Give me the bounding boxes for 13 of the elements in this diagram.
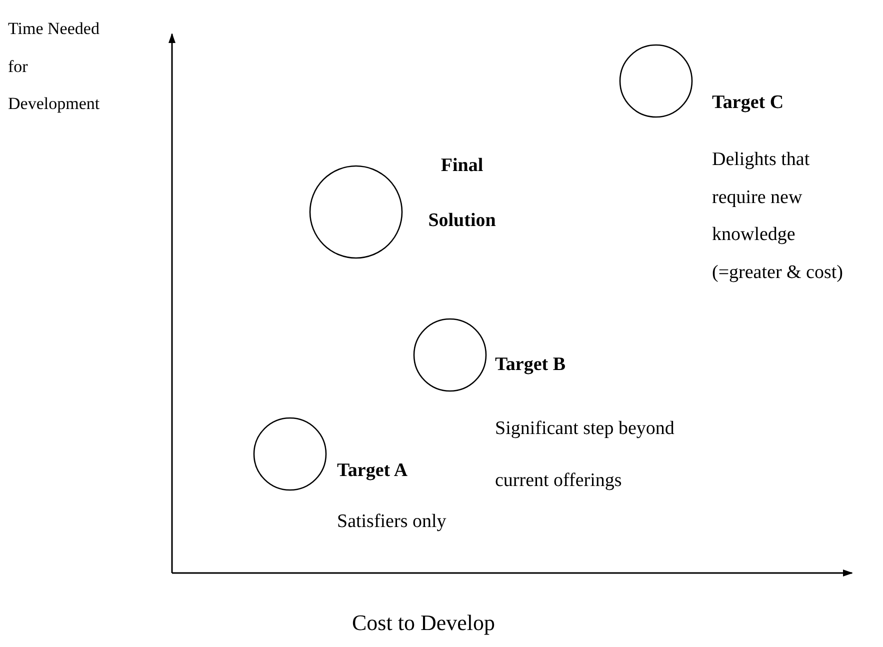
circle-marker xyxy=(619,44,693,118)
target-description: Satisfiers only xyxy=(337,510,448,534)
target-description: Delights that require new knowledge (=greater & cost) xyxy=(712,148,844,284)
x-axis-title: Cost to Develop xyxy=(352,610,495,636)
target-heading: Target A xyxy=(337,459,409,483)
target-heading: Final Solution xyxy=(427,154,497,233)
circle-marker xyxy=(413,318,487,392)
target-heading: Target C xyxy=(712,91,785,115)
target-description: Significant step beyond current offerings xyxy=(495,417,676,493)
circle-marker xyxy=(253,417,327,491)
target-heading: Target B xyxy=(495,353,567,377)
circle-marker xyxy=(309,165,403,259)
y-axis-title: Time Needed for Development xyxy=(8,18,100,115)
